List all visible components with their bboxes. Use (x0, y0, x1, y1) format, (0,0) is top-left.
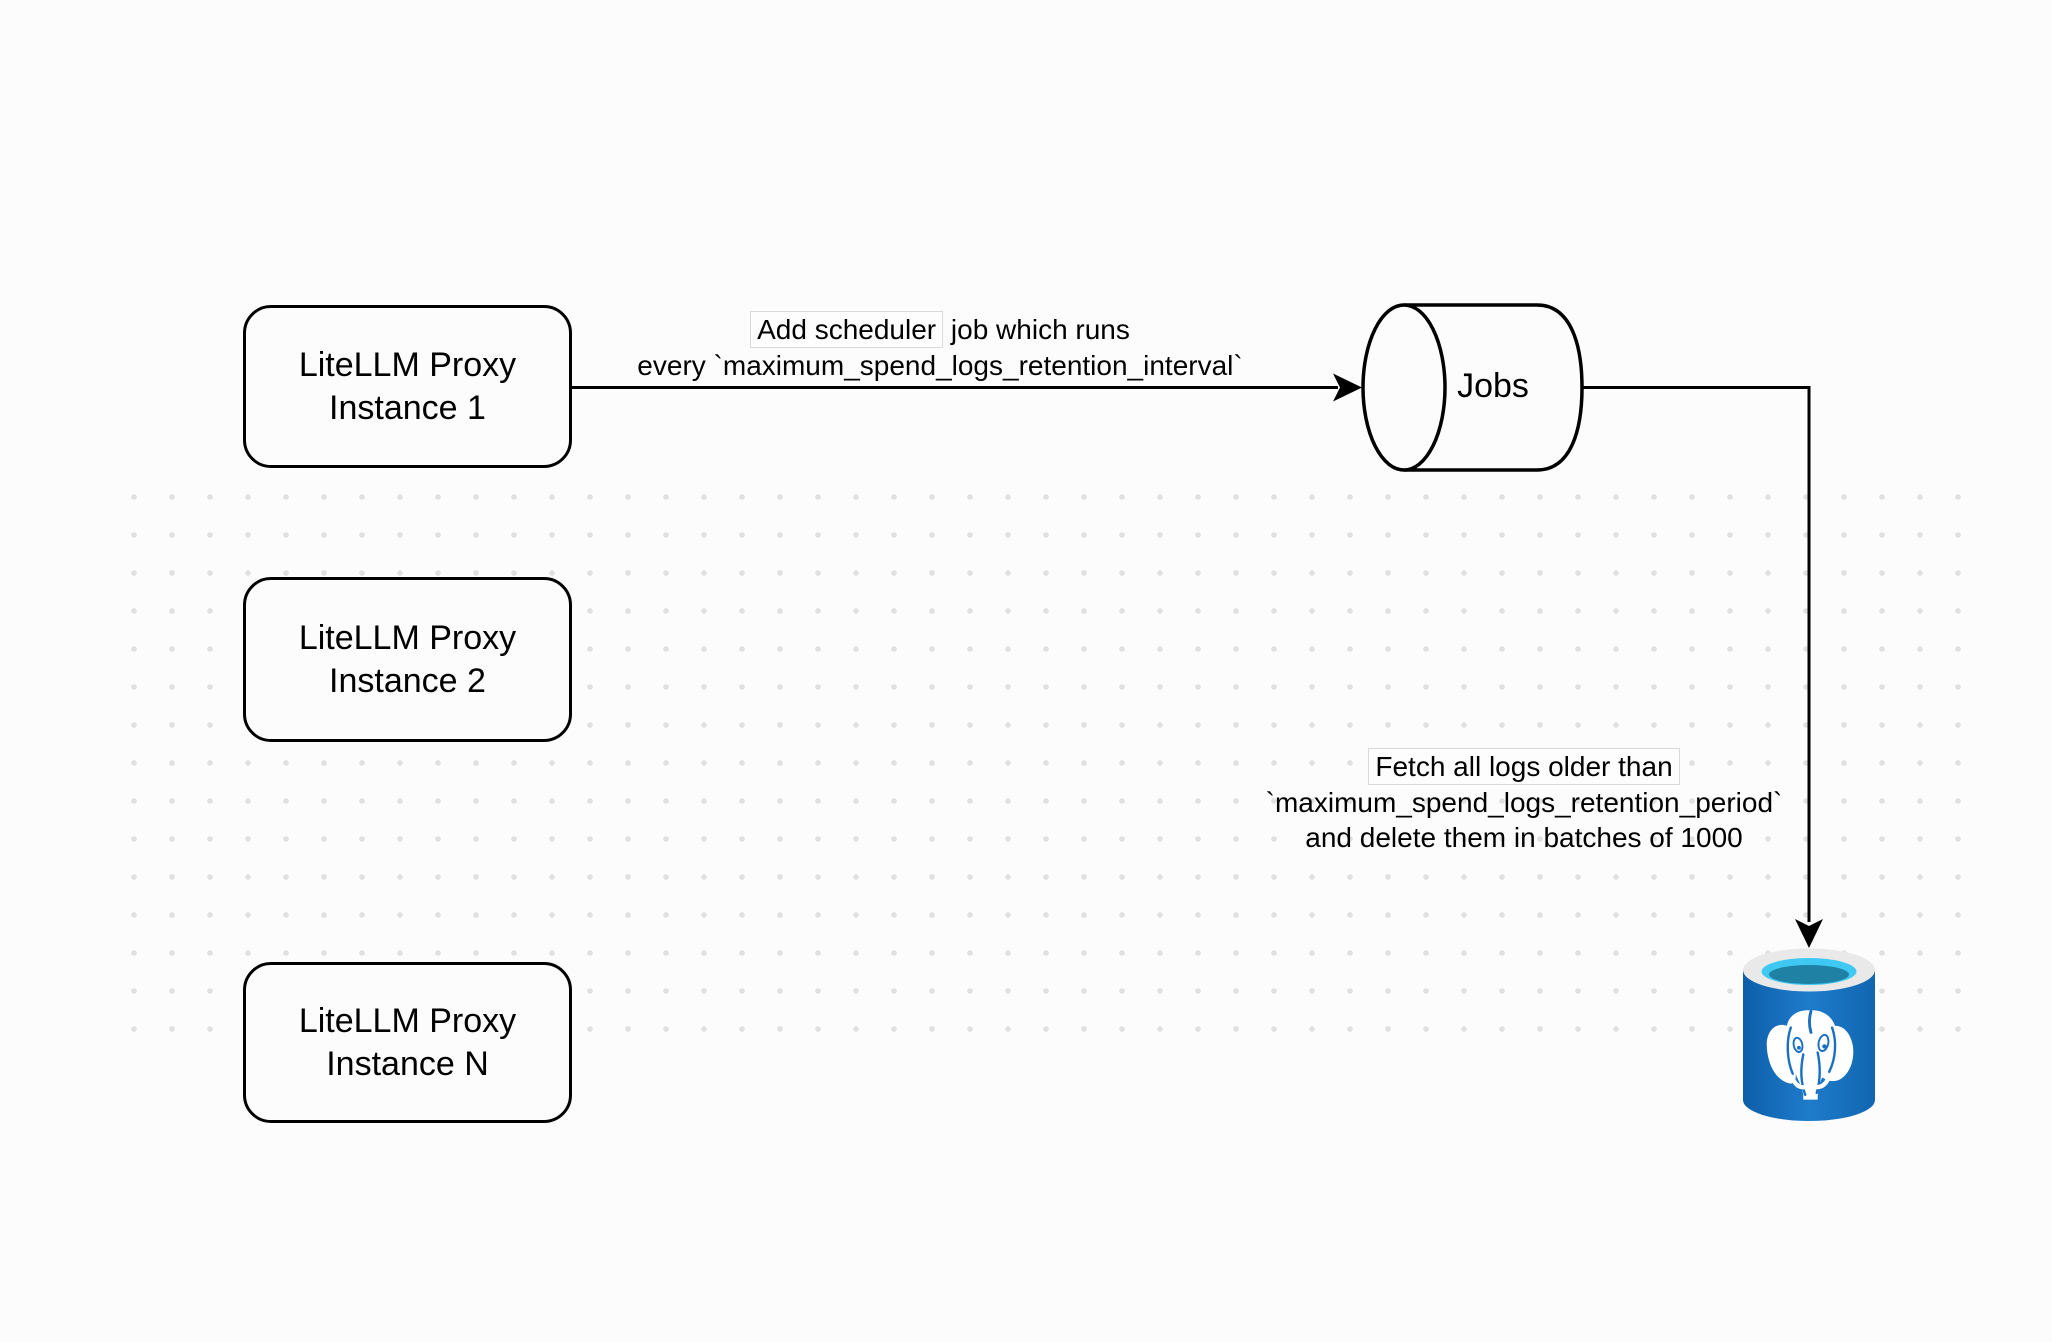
postgres-elephant-icon (1766, 1009, 1854, 1100)
postgresql-database-icon (1743, 948, 1875, 1121)
edge-label-line: and delete them in batches of 1000 (1305, 822, 1743, 853)
node-litellm-proxy-instance-1: LiteLLM Proxy Instance 1 (243, 305, 572, 468)
db-water-deep (1769, 965, 1849, 984)
edge-label-line: every `maximum_spend_logs_retention_inte… (637, 350, 1243, 381)
node-litellm-proxy-instance-n: LiteLLM Proxy Instance N (243, 962, 572, 1123)
node-litellm-proxy-instance-2: LiteLLM Proxy Instance 2 (243, 577, 572, 742)
node-label-line2: Instance N (326, 1044, 489, 1083)
edge-label-add-scheduler: Add scheduler job which runs every `maxi… (590, 311, 1290, 383)
node-label-line2: Instance 2 (329, 661, 486, 700)
arrow-proxy-to-jobs (572, 373, 1362, 402)
edge-label-chip: Fetch all logs older than (1368, 748, 1680, 785)
connector-jobs-to-postgres (1582, 386, 1823, 948)
arrowhead-right-icon (1333, 373, 1362, 402)
jobs-cylinder (1361, 303, 1584, 472)
node-jobs-label: Jobs (1457, 367, 1529, 405)
edge-label-line: `maximum_spend_logs_retention_period` (1265, 787, 1783, 818)
node-label-line1: LiteLLM Proxy (298, 1001, 517, 1040)
node-label-line1: LiteLLM Proxy (298, 345, 517, 384)
node-label-line2: Instance 1 (329, 388, 486, 427)
edge-label-fetch-delete: Fetch all logs older than `maximum_spend… (1194, 748, 1854, 855)
edge-label-chip: Add scheduler (750, 311, 944, 348)
edge-label-line: Fetch all logs older than (1194, 748, 1854, 785)
edge-label-line: Add scheduler job which runs (590, 311, 1290, 348)
node-label-line1: LiteLLM Proxy (298, 618, 517, 657)
arrowhead-down-icon (1795, 919, 1823, 948)
edge-label-line1-rest: job which runs (943, 314, 1130, 345)
